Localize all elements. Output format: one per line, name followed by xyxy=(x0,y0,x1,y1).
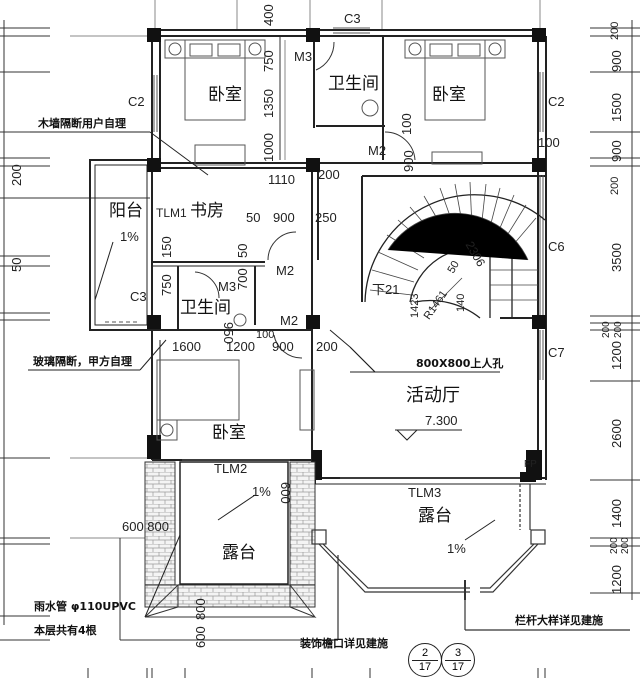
room-study: 书房 xyxy=(190,201,224,221)
dim-right-2: 1500 xyxy=(609,93,624,122)
stair-dim-140: 140 xyxy=(455,293,467,312)
dim-left-1: 50 xyxy=(9,257,24,272)
slope-terrace-right: 1% xyxy=(447,541,466,556)
door-m3-mid: M3 xyxy=(218,279,237,294)
door-m2-low: M2 xyxy=(280,313,299,328)
room-bedroom-ne: 卧室 xyxy=(432,85,466,105)
note-rain-pipe: 雨水管 φ110UPVC xyxy=(34,600,136,613)
window-c2-right: C2 xyxy=(548,94,565,109)
dim-150: 150 xyxy=(159,236,174,258)
dim-100-top: 100 xyxy=(399,113,414,135)
dim-800-v: 800 xyxy=(193,598,208,620)
dim-right-6: 200 xyxy=(601,321,612,338)
dim-right-7: 200 xyxy=(613,321,624,338)
floor-elevation: 7.300 xyxy=(425,413,458,428)
label-fp: FP xyxy=(524,459,537,470)
dim-100: 100 xyxy=(256,329,275,341)
dim-250: 250 xyxy=(315,210,337,225)
window-c6: C6 xyxy=(548,239,565,254)
slope-terrace-left: 1% xyxy=(252,484,271,499)
window-c7: C7 xyxy=(548,345,565,360)
dim-50-b: 50 xyxy=(235,243,250,258)
dim-600-800: 600 800 xyxy=(122,519,169,534)
dim-right-8: 1200 xyxy=(609,341,624,370)
dim-right-4: 200 xyxy=(609,176,621,195)
dim-right-11: 200 xyxy=(609,537,620,554)
dim-1000: 1000 xyxy=(261,133,276,162)
dim-50: 50 xyxy=(246,210,261,225)
note-railing-detail: 栏杆大样详见建施 xyxy=(515,614,603,627)
note-access-hatch: 800X800上人孔 xyxy=(416,357,504,370)
dim-200-a: 200 xyxy=(318,167,340,182)
dim-1600: 1600 xyxy=(172,339,201,354)
dim-750: 750 xyxy=(261,50,276,72)
room-bathroom-mid: 卫生间 xyxy=(180,298,231,318)
dim-900-b: 900 xyxy=(272,339,294,354)
note-pipe-count: 本层共有4根 xyxy=(34,624,97,637)
room-terrace-left: 露台 xyxy=(222,543,256,563)
room-balcony: 阳台 xyxy=(109,201,143,221)
detail-ref-2-17: 2 17 xyxy=(408,643,442,677)
dim-right-5: 3500 xyxy=(609,243,624,272)
dim-750-mid: 750 xyxy=(159,274,174,296)
stair-dim-1423: 1423 xyxy=(409,293,421,318)
door-m2-mid: M2 xyxy=(276,263,295,278)
slope-balcony: 1% xyxy=(120,229,139,244)
window-c3-top: C3 xyxy=(344,11,361,26)
window-c3-left: C3 xyxy=(130,289,147,304)
note-eave-detail: 装饰檐口详见建施 xyxy=(300,637,388,650)
door-m2-top: M2 xyxy=(368,143,387,158)
room-terrace-right: 露台 xyxy=(418,506,452,526)
dim-400: 400 xyxy=(261,4,276,26)
window-c2-left: C2 xyxy=(128,94,145,109)
dim-left-0: 200 xyxy=(9,164,24,186)
dim-1110: 1110 xyxy=(268,172,295,187)
room-bathroom-top: 卫生间 xyxy=(328,74,379,94)
room-bedroom-nw: 卧室 xyxy=(208,85,242,105)
dim-900-door: 900 xyxy=(401,150,416,172)
dim-right-12: 200 xyxy=(620,537,631,554)
room-bedroom-sw: 卧室 xyxy=(212,423,246,443)
dim-right-13: 1200 xyxy=(609,565,624,594)
dim-1200: 1200 xyxy=(226,339,255,354)
dim-right-1: 900 xyxy=(609,50,624,72)
dim-right-10: 1400 xyxy=(609,499,624,528)
dim-right-9: 2600 xyxy=(609,419,624,448)
door-m3-top: M3 xyxy=(294,49,313,64)
dim-100-right: 100 xyxy=(538,135,560,150)
note-wood-partition: 木墙隔断用户自理 xyxy=(38,117,126,130)
note-glass-partition: 玻璃隔断，甲方自理 xyxy=(33,355,132,368)
dim-700: 700 xyxy=(235,268,250,290)
door-tlm1: TLM1 xyxy=(156,206,187,220)
detail-ref-3-17: 3 17 xyxy=(441,643,475,677)
dim-200-b: 200 xyxy=(316,339,338,354)
dim-900: 900 xyxy=(273,210,295,225)
door-tlm3: TLM3 xyxy=(408,485,442,500)
room-activity-hall: 活动厅 xyxy=(406,385,460,406)
door-tlm2: TLM2 xyxy=(214,461,248,476)
dim-right-0: 200 xyxy=(609,21,621,40)
dim-right-3: 900 xyxy=(609,140,624,162)
dim-600-v: 600 xyxy=(193,626,208,648)
dim-1350: 1350 xyxy=(261,89,276,118)
stair-down-label: 下21 xyxy=(372,282,400,297)
dim-600: 600 xyxy=(278,482,293,504)
